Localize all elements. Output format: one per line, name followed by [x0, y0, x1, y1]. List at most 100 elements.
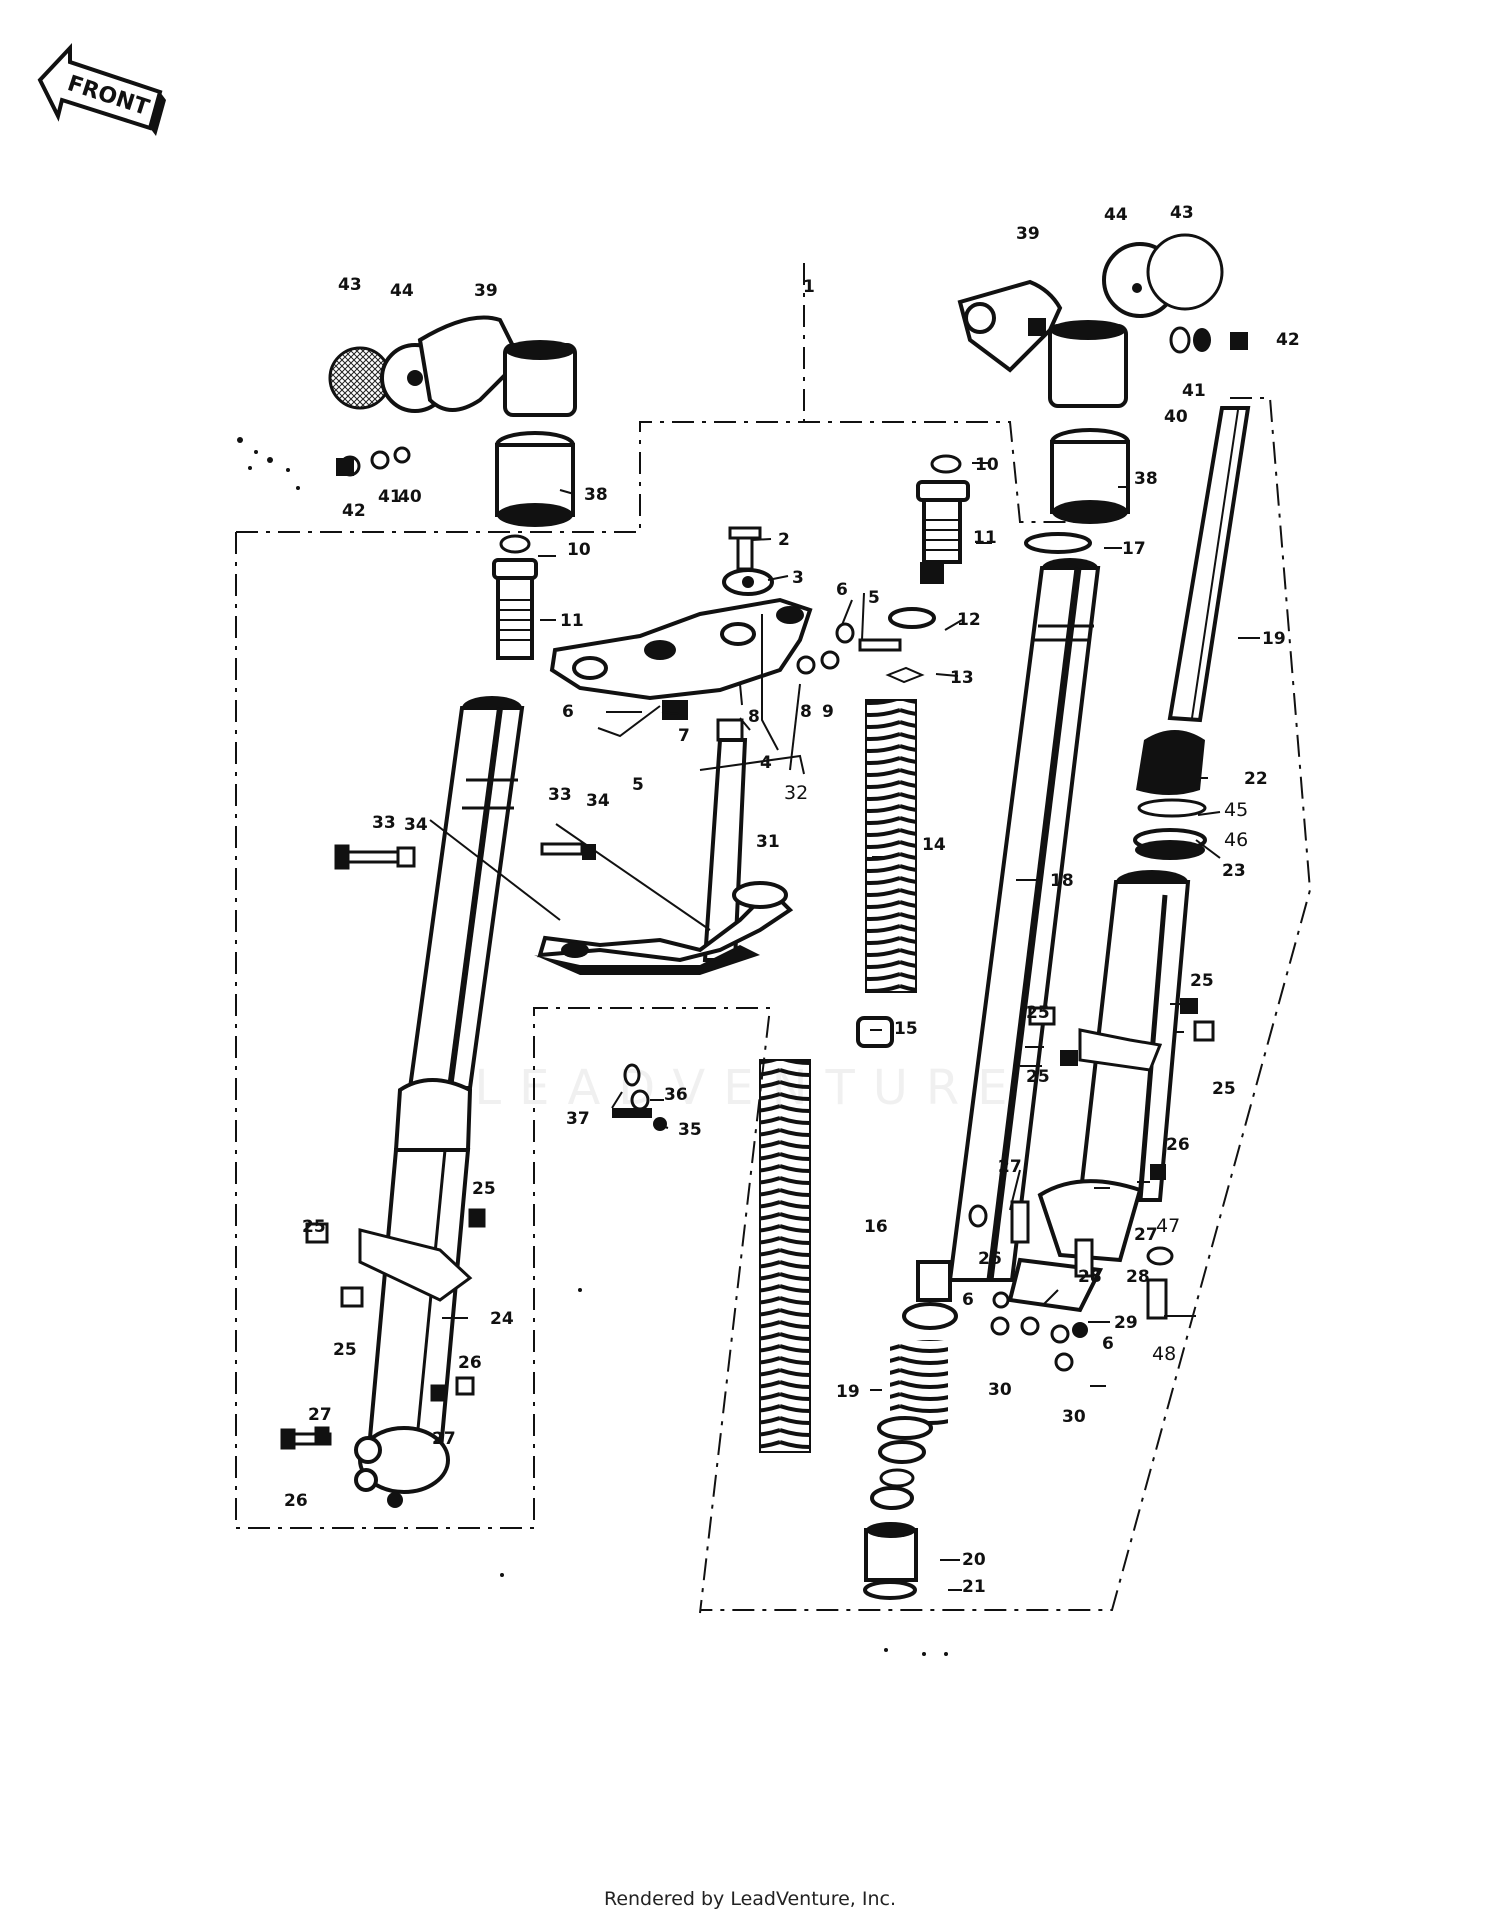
callout-1: 1 [803, 277, 815, 297]
callout-25g: 25 [333, 1340, 357, 1360]
callout-19: 19 [1262, 629, 1286, 649]
callout-10: 10 [567, 540, 591, 560]
callout-18: 18 [1050, 871, 1074, 891]
callout-29: 29 [1114, 1313, 1138, 1333]
left-fork-cover [495, 431, 575, 527]
callout-26d: 26 [284, 1491, 308, 1511]
callout-25e: 25 [472, 1179, 496, 1199]
callout-12: 12 [957, 610, 981, 630]
callout-37: 37 [566, 1109, 590, 1129]
callout-46: 46 [1224, 829, 1248, 851]
callout-3: 3 [792, 568, 804, 588]
callout-47: 47 [1156, 1215, 1180, 1237]
callout-25f: 25 [302, 1217, 326, 1237]
callout-33: 33 [548, 785, 572, 805]
callout-45: 45 [1224, 799, 1248, 821]
callout-26c: 26 [458, 1353, 482, 1373]
callout-15: 15 [894, 1019, 918, 1039]
callout-8: 8 [748, 707, 760, 727]
hardware-35-37 [612, 1063, 667, 1131]
callout-33b: 33 [372, 813, 396, 833]
callout-14: 14 [922, 835, 946, 855]
right-damper-rod [1133, 406, 1251, 860]
callout-19b: 19 [836, 1382, 860, 1402]
leader-lines [429, 462, 1260, 1591]
callout-25: 25 [1190, 971, 1214, 991]
callout-16: 16 [864, 1217, 888, 1237]
callout-7: 7 [678, 726, 690, 746]
callout-9: 9 [822, 702, 834, 722]
callout-13: 13 [950, 668, 974, 688]
callout-32: 32 [784, 782, 808, 804]
callout-43b: 43 [1170, 203, 1194, 223]
left-headlight-bracket [328, 315, 577, 477]
callout-31: 31 [756, 832, 780, 852]
callout-4: 4 [760, 753, 772, 773]
right-fork-tube [947, 532, 1101, 1282]
callout-48: 48 [1152, 1343, 1176, 1365]
damper-stack [863, 1260, 958, 1600]
callout-26: 26 [1166, 1135, 1190, 1155]
callout-27c: 27 [432, 1429, 456, 1449]
callout-38b: 38 [1134, 469, 1158, 489]
callout-6b: 6 [562, 702, 574, 722]
callout-17: 17 [1122, 539, 1146, 559]
callout-36: 36 [664, 1085, 688, 1105]
right-headlight-bracket [957, 233, 1248, 524]
upper-triple-clamp [549, 526, 902, 701]
callout-44: 44 [390, 281, 414, 301]
callout-28: 28 [1126, 1267, 1150, 1287]
callout-27b: 27 [1134, 1225, 1158, 1245]
callout-25b: 25 [1026, 1003, 1050, 1023]
callout-35: 35 [678, 1120, 702, 1140]
callout-numbers: 1 2 3 4 5 5 6 6 6 6 7 8 8 9 10 10 11 11 … [284, 203, 1300, 1597]
footer-credit: Rendered by LeadVenture, Inc. [603, 1888, 897, 1910]
callout-30: 30 [988, 1380, 1012, 1400]
callout-26b: 26 [978, 1249, 1002, 1269]
callout-23: 23 [1222, 861, 1246, 881]
callout-27d: 27 [308, 1405, 332, 1425]
callout-5: 5 [868, 588, 880, 608]
callout-25c: 25 [1026, 1067, 1050, 1087]
callout-30b: 30 [1062, 1407, 1086, 1427]
assembly-boundary-lines [235, 263, 1312, 1614]
callout-24: 24 [490, 1309, 514, 1329]
steering-stem [534, 700, 794, 975]
left-top-cap [492, 534, 538, 660]
callout-8b: 8 [800, 702, 812, 722]
fork-springs [759, 699, 917, 1453]
right-fork-slider [968, 870, 1215, 1372]
callout-34: 34 [586, 791, 610, 811]
scan-specks [237, 437, 948, 1656]
callout-28b: 28 [1078, 1267, 1102, 1287]
callout-43: 43 [338, 275, 362, 295]
callout-44b: 44 [1104, 205, 1128, 225]
callout-38: 38 [584, 485, 608, 505]
callout-39b: 39 [1016, 224, 1040, 244]
callout-6: 6 [836, 580, 848, 600]
callout-2: 2 [778, 530, 790, 550]
callout-42: 42 [342, 501, 366, 521]
front-arrow-icon: FRONT [37, 42, 166, 136]
callout-27: 27 [998, 1157, 1022, 1177]
left-hardware [280, 844, 486, 1450]
left-fork-leg [354, 696, 525, 1508]
callout-6c: 6 [962, 1290, 974, 1310]
callout-25d: 25 [1212, 1079, 1236, 1099]
callout-10b: 10 [975, 455, 999, 475]
callout-34b: 34 [404, 815, 428, 835]
callout-11b: 11 [973, 528, 997, 548]
callout-40: 40 [398, 487, 422, 507]
callout-22: 22 [1244, 769, 1268, 789]
callout-42b: 42 [1276, 330, 1300, 350]
callout-41b: 41 [1182, 381, 1206, 401]
callout-40b: 40 [1164, 407, 1188, 427]
callout-41: 41 [378, 487, 402, 507]
callout-21: 21 [962, 1577, 986, 1597]
callout-11: 11 [560, 611, 584, 631]
callout-20: 20 [962, 1550, 986, 1570]
callout-39: 39 [474, 281, 498, 301]
right-top-cap [885, 454, 970, 684]
callout-6d: 6 [1102, 1334, 1114, 1354]
